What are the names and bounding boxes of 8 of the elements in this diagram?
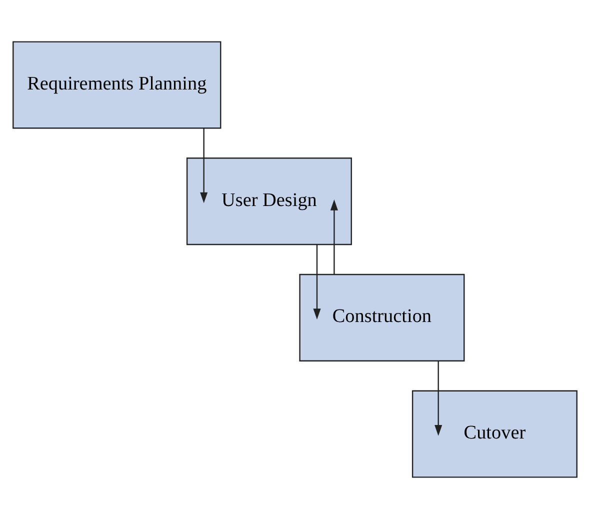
arrow <box>434 360 442 436</box>
node-box: Construction <box>299 273 465 361</box>
node-box: User Design <box>186 157 352 245</box>
arrow <box>330 199 338 274</box>
node-box: Requirements Planning <box>12 40 222 128</box>
arrow <box>200 128 208 203</box>
node-box: Cutover <box>412 390 578 478</box>
arrow <box>313 244 321 319</box>
